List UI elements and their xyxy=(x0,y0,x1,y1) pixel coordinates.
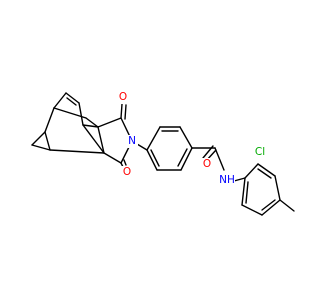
bond-ring2-f xyxy=(241,177,246,206)
bond-cyclopropane-c7a xyxy=(49,149,105,154)
bond-nh-ring2 xyxy=(233,177,246,182)
bond-c7a-c3a xyxy=(97,126,105,154)
chlorine-atom: Cl xyxy=(255,146,265,158)
bond-c3-c7a xyxy=(103,152,122,164)
oxygen-atom-imide-top: O xyxy=(119,91,127,103)
bond-ring1-a xyxy=(146,126,161,151)
bond-cyclopropane-3 xyxy=(44,131,51,151)
bond-c6-cyclopropane xyxy=(44,107,55,133)
bond-carbonyl-nh xyxy=(214,147,225,171)
bond-ring2-double-3 xyxy=(245,181,249,204)
bond-ring2-b xyxy=(257,163,276,177)
bond-c7-c8 xyxy=(65,92,80,104)
bond-ring1-d xyxy=(180,147,193,171)
bond-c6-c7 xyxy=(53,92,67,109)
atom-labels: O N O O NH Cl xyxy=(117,91,269,186)
bond-ring2-a xyxy=(244,163,259,179)
bond-ring1-double-2 xyxy=(177,148,188,167)
nitrogen-atom-imide: N xyxy=(128,135,136,147)
bond-ring2-e xyxy=(241,204,263,216)
amide-bonds xyxy=(191,145,246,182)
cage-bonds xyxy=(31,92,105,154)
bond-ring2-methyl xyxy=(279,199,295,212)
bond-c6-c4 xyxy=(53,107,87,119)
bond-c4-c3a xyxy=(85,117,99,128)
aryl-ring-bonds xyxy=(241,163,295,216)
bond-ring1-f xyxy=(146,149,158,171)
bond-cyclopropane-1 xyxy=(31,131,46,146)
bond-ring2-double-2 xyxy=(261,199,276,211)
bond-c1-o-top xyxy=(120,103,123,119)
bond-ring2-d xyxy=(261,199,281,216)
oxygen-atom-amide: O xyxy=(203,158,211,170)
molecule-diagram: O N O O NH Cl xyxy=(31,91,295,216)
bond-cbr-c7a xyxy=(82,124,105,154)
bond-c8-cbr xyxy=(78,102,84,126)
bond-ring2-c xyxy=(274,175,281,201)
bond-ring1-double-3 xyxy=(150,149,160,167)
bond-ring1-c xyxy=(179,126,193,149)
bond-c7-c8-double xyxy=(66,97,77,106)
oxygen-atom-imide-bottom: O xyxy=(123,166,131,178)
bond-c3-o-bottom-double xyxy=(123,159,127,166)
bond-carbonyl-o xyxy=(202,145,214,159)
bond-c3a-c1 xyxy=(97,117,122,128)
bond-cbr-c3a xyxy=(82,124,99,128)
bond-cyclopropane-2 xyxy=(31,144,51,151)
bond-c1-o-top-double xyxy=(124,104,127,120)
nitrogen-atom-amide: NH xyxy=(219,174,235,186)
central-benzene-bonds xyxy=(131,126,193,171)
bond-ring2-double-1 xyxy=(257,168,272,179)
